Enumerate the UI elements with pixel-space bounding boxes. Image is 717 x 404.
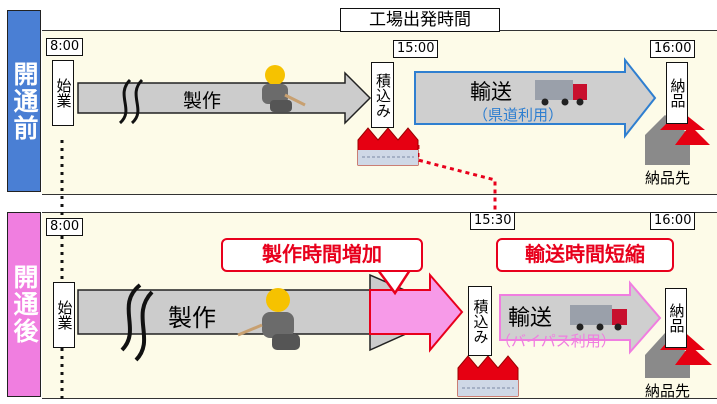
delivery-box-before: 納品 <box>666 62 688 124</box>
break-mark-after <box>120 283 154 362</box>
transport-route-before: （県道利用） <box>473 106 564 124</box>
delivery-box-before-text: 納品 <box>668 78 687 108</box>
departure-shift-line <box>416 145 497 210</box>
truck-icon-before <box>535 80 587 106</box>
start-box-after: 始業 <box>53 282 75 348</box>
arrival-time-before: 16:00 <box>650 40 696 58</box>
factory-icon-after <box>457 355 519 397</box>
transport-label-after: 輸送 <box>508 306 553 331</box>
delivery-box-after: 納品 <box>665 288 687 348</box>
side-label-after: 開通後 <box>7 212 41 397</box>
destination-label-before: 納品先 <box>645 169 691 187</box>
start-box-before-text: 始業 <box>54 78 73 108</box>
worker-icon-before <box>262 65 306 112</box>
manufacture-label-before: 製作 <box>183 90 222 112</box>
loading-box-after: 積込み <box>468 286 492 356</box>
banner-manufacture-increase: 製作時間増加 <box>221 238 423 272</box>
loading-box-before: 積込み <box>371 62 394 128</box>
loading-box-after-text: 積込み <box>471 298 490 344</box>
start-box-after-text: 始業 <box>55 300 74 330</box>
destination-label-after: 納品先 <box>645 382 691 400</box>
transport-route-after: （バイパス利用） <box>496 332 616 350</box>
manufacture-arrow-before <box>77 71 372 125</box>
start-box-before: 始業 <box>52 60 74 126</box>
start-time-before: 8:00 <box>46 38 84 56</box>
break-mark-before <box>118 78 144 125</box>
delivery-box-after-text: 納品 <box>667 303 686 333</box>
side-label-after-text: 開通後 <box>10 264 39 345</box>
manufacture-increase-arrow <box>369 272 464 353</box>
header-title: 工場出発時間 <box>340 8 500 32</box>
banner-transport-reduction: 輸送時間短縮 <box>496 238 674 272</box>
manufacture-label-after: 製作 <box>168 304 216 332</box>
worker-icon-after <box>237 288 300 350</box>
side-label-before: 開通前 <box>7 10 41 192</box>
loading-box-before-text: 積込み <box>374 72 392 118</box>
arrival-time-after: 16:00 <box>650 212 696 230</box>
departure-time-before: 15:00 <box>393 40 439 58</box>
start-time-after: 8:00 <box>46 218 84 236</box>
truck-icon-after <box>570 305 627 331</box>
side-label-before-text: 開通前 <box>10 60 39 142</box>
departure-time-after: 15:30 <box>470 212 516 230</box>
factory-icon-before <box>357 127 419 166</box>
transport-label-before: 輸送 <box>470 80 512 104</box>
